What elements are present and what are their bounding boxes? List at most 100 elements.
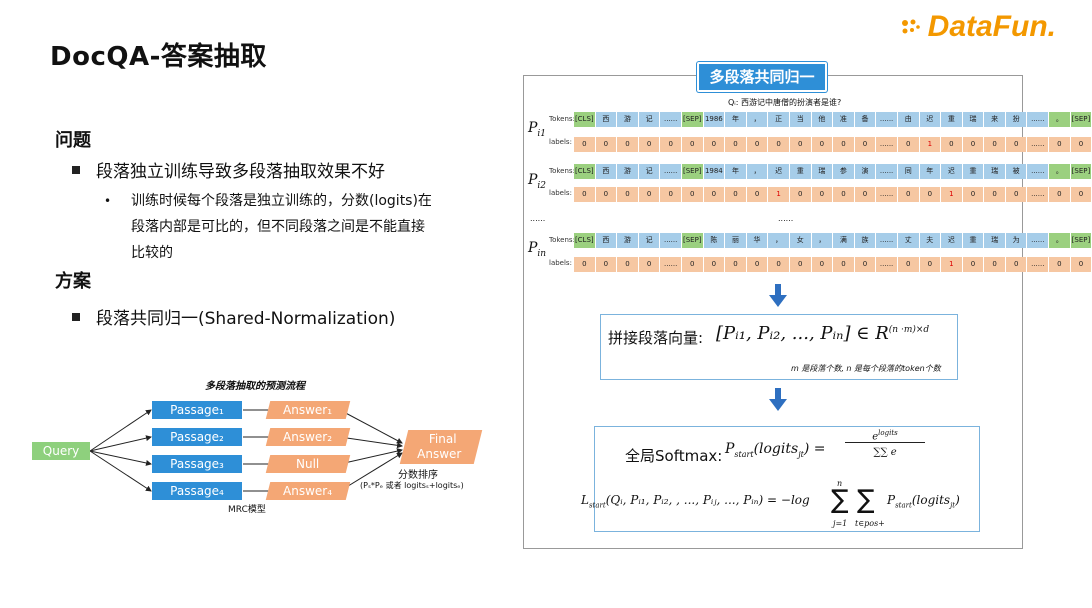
solution-heading: 方案 [55, 271, 91, 292]
token-cell: 游 [617, 233, 639, 248]
label-cell: 0 [811, 187, 834, 202]
token-cell: 记 [638, 233, 661, 248]
arrow-down-icon [769, 295, 787, 307]
token-cell: 年 [919, 164, 942, 179]
label-cell: 0 [919, 187, 942, 202]
problem-sub-3: 比较的 [131, 245, 173, 261]
label-cell: 0 [1070, 187, 1092, 202]
token-cell: ...... [1027, 112, 1050, 127]
tokens-label: Tokens: [549, 115, 575, 123]
token-cell: 迟 [941, 164, 963, 179]
token-cell: 准 [833, 112, 855, 127]
label-cell: 0 [638, 187, 661, 202]
mrc-label: MRC模型 [228, 505, 266, 515]
label-cell: 0 [984, 137, 1006, 152]
label-cell: 0 [617, 187, 639, 202]
label-cell: ...... [1027, 187, 1050, 202]
arrow-down-icon [775, 284, 781, 296]
passage-label-n: Pin [528, 240, 547, 259]
label-cell: 0 [962, 257, 985, 272]
token-cell: 迟 [941, 233, 963, 248]
token-cell: 丈 [897, 233, 920, 248]
token-cell: 西 [595, 112, 618, 127]
token-cell: ...... [876, 112, 898, 127]
loss-formula: Lstart(Qᵢ, Pᵢ₁, Pᵢ₂, , ..., Pᵢⱼ, ..., Pᵢ… [581, 493, 810, 510]
softmax-label: 全局Softmax: [625, 447, 723, 465]
token-cell: 陈 [703, 233, 726, 248]
token-cell: 华 [746, 233, 769, 248]
passage-node: Passage₃ [152, 455, 242, 473]
label-cell: 0 [897, 137, 920, 152]
softmax-box: 全局Softmax: Pstart(logitsjt) = elogits ∑∑… [581, 426, 980, 532]
token-cell: 同 [897, 164, 920, 179]
token-cell: [SEP] [681, 164, 704, 179]
label-cell: 0 [1070, 257, 1092, 272]
token-cell: 满 [833, 233, 855, 248]
concat-label: 拼接段落向量: [608, 329, 704, 347]
label-cell: ...... [1027, 137, 1050, 152]
token-cell: [SEP] [1070, 112, 1092, 127]
label-cell: 0 [725, 257, 747, 272]
token-cell: 西 [595, 164, 618, 179]
loss-sum1-top: n [837, 479, 843, 488]
token-cell: ， [811, 233, 834, 248]
concat-box: 拼接段落向量: [Pᵢ₁, Pᵢ₂, ..., Pᵢₙ] ∈ R(n ·m)×d… [600, 314, 958, 380]
token-cell: 1986 [703, 112, 726, 127]
passage-label-1: Pi1 [528, 120, 547, 139]
label-cell: 0 [660, 137, 682, 152]
label-cell: 0 [962, 137, 985, 152]
label-cell: ...... [876, 187, 898, 202]
label-cell: 0 [574, 257, 596, 272]
label-cell: 0 [854, 187, 877, 202]
logo-icon [902, 19, 920, 34]
token-cell: ...... [876, 233, 898, 248]
logo: DataFun. [927, 10, 1056, 43]
label-cell: 0 [833, 257, 855, 272]
ellipsis-left: ...... [530, 214, 546, 223]
token-cell: ， [746, 112, 769, 127]
token-cell: 。 [1049, 233, 1071, 248]
token-row: [CLS]西游记......[SEP]陈丽华，女，满族......丈夫迟重瑞为.… [574, 233, 1092, 248]
label-cell: 0 [768, 257, 790, 272]
label-cell: 0 [897, 187, 920, 202]
token-cell: 为 [1005, 233, 1028, 248]
token-cell: 年 [725, 112, 747, 127]
label-cell: 0 [746, 187, 769, 202]
label-cell: 0 [1005, 137, 1028, 152]
token-cell: 记 [638, 112, 661, 127]
passage-node: Passage₄ [152, 482, 242, 500]
token-cell: 瑞 [811, 164, 834, 179]
label-cell: 0 [768, 137, 790, 152]
softmax-numerator: elogits [845, 429, 925, 444]
token-cell: 正 [768, 112, 790, 127]
label-cell: 0 [574, 187, 596, 202]
answer-node: Answer₂ [265, 428, 351, 446]
label-cell: 0 [638, 257, 661, 272]
token-cell: 女 [789, 233, 812, 248]
token-cell: ...... [660, 164, 682, 179]
problem-heading: 问题 [55, 130, 91, 151]
label-cell: 0 [1005, 187, 1028, 202]
token-cell: 瑞 [984, 164, 1006, 179]
token-cell: 夫 [919, 233, 942, 248]
label-cell: 0 [833, 137, 855, 152]
token-cell: 迟 [919, 112, 942, 127]
sum-icon: ∑ [857, 485, 875, 515]
label-cell: 0 [703, 137, 726, 152]
softmax-denominator: ∑∑ e [873, 447, 897, 458]
token-cell: 来 [984, 112, 1006, 127]
token-cell: [SEP] [1070, 164, 1092, 179]
token-cell: 族 [854, 233, 877, 248]
label-cell: 0 [617, 257, 639, 272]
label-cell: 0 [595, 257, 618, 272]
token-cell: 扮 [1005, 112, 1028, 127]
labels-label: labels: [549, 189, 572, 197]
answer-node: Answer₄ [265, 482, 351, 500]
label-cell: 0 [984, 187, 1006, 202]
token-cell: 迟 [768, 164, 790, 179]
label-cell: 0 [1005, 257, 1028, 272]
